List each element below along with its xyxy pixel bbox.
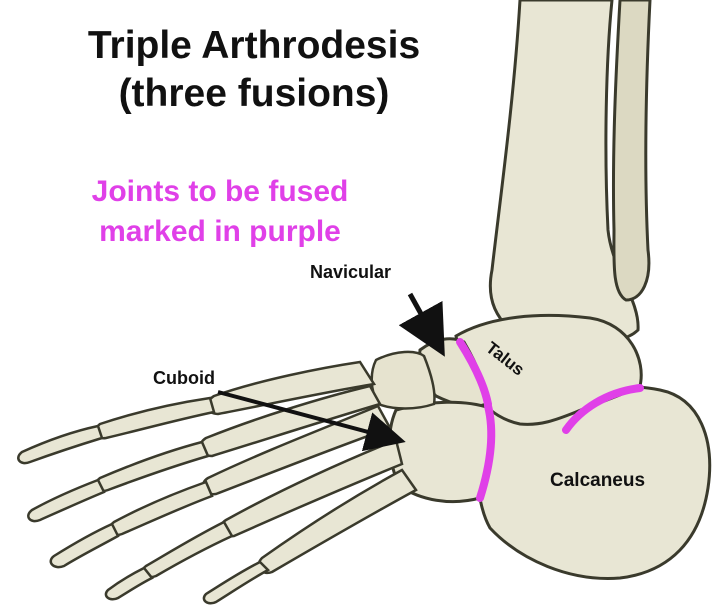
phalanx-bone bbox=[51, 524, 118, 567]
phalanx-bone bbox=[110, 482, 212, 535]
fusion-legend-note: Joints to be fused marked in purple bbox=[40, 172, 400, 252]
phalanx-bone bbox=[96, 398, 214, 438]
phalanx-bone bbox=[18, 426, 102, 463]
phalanx-bone bbox=[96, 442, 208, 491]
note-line-2: marked in purple bbox=[40, 212, 400, 252]
title-line-2: (three fusions) bbox=[34, 70, 474, 118]
note-line-1: Joints to be fused bbox=[40, 172, 400, 212]
phalanx-bone bbox=[143, 522, 232, 577]
phalanx-bone bbox=[28, 480, 104, 521]
calcaneus-label: Calcaneus bbox=[550, 470, 645, 492]
phalanx-bone bbox=[106, 568, 152, 599]
navicular-label: Navicular bbox=[310, 262, 391, 283]
navicular-pointer-arrow bbox=[410, 294, 440, 348]
phalanx-bone bbox=[204, 562, 268, 603]
cuboid-label: Cuboid bbox=[153, 368, 215, 389]
diagram-title: Triple Arthrodesis (three fusions) bbox=[34, 22, 474, 118]
cuneiform-bone bbox=[372, 352, 435, 409]
title-line-1: Triple Arthrodesis bbox=[34, 22, 474, 70]
fibula-bone bbox=[613, 0, 650, 300]
